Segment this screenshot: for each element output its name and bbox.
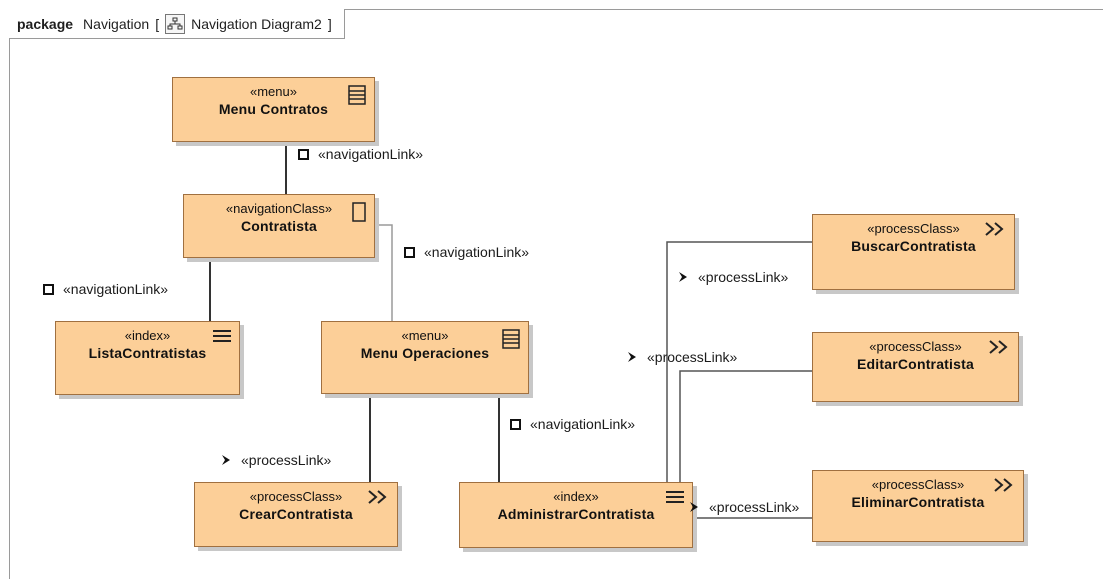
process-chevron-icon: [994, 478, 1013, 492]
label-nav-menu-op-admin: «navigationLink»: [510, 416, 635, 432]
node-name: AdministrarContratista: [497, 506, 655, 522]
process-chevron-icon: [985, 222, 1004, 236]
stereotype-process-class: «processClass»: [867, 221, 960, 236]
label-proc-menu-op-crear: «processLink»: [221, 452, 331, 468]
node-crear-contratista[interactable]: «processClass» CrearContratista: [194, 482, 398, 547]
label-nav-menu-contratista: «navigationLink»: [298, 146, 423, 162]
link-label: «processLink»: [709, 499, 800, 515]
stereotype-process-class: «processClass»: [869, 339, 962, 354]
link-label: «navigationLink»: [318, 146, 424, 162]
navigation-link-icon: [43, 283, 54, 295]
stereotype-index: «index»: [553, 489, 599, 504]
node-buscar-contratista[interactable]: «processClass» BuscarContratista: [812, 214, 1015, 290]
node-name: EditarContratista: [857, 356, 974, 372]
stereotype-navigation-class: «navigationClass»: [225, 201, 333, 216]
node-editar-contratista[interactable]: «processClass» EditarContratista: [812, 332, 1019, 402]
label-proc-admin-eliminar: «processLink»: [689, 499, 799, 515]
link-label: «navigationLink»: [424, 244, 530, 260]
stereotype-index: «index»: [124, 328, 171, 343]
package-frame: [9, 9, 1103, 579]
stereotype-process-class: «processClass»: [249, 489, 343, 504]
link-label: «navigationLink»: [63, 281, 169, 297]
node-menu-operaciones[interactable]: «menu» Menu Operaciones: [321, 321, 529, 394]
node-name: ListaContratistas: [88, 345, 207, 361]
navigation-link-icon: [510, 418, 521, 430]
link-admin-buscar: [666, 241, 812, 482]
node-name: Menu Operaciones: [360, 345, 490, 361]
navigation-class-icon: [352, 202, 366, 222]
node-menu-contratos[interactable]: «menu» Menu Contratos: [172, 77, 375, 142]
node-name: EliminarContratista: [851, 494, 985, 510]
stereotype-menu: «menu»: [250, 84, 297, 99]
process-chevron-icon: [989, 340, 1008, 354]
navigation-link-icon: [404, 246, 415, 258]
label-proc-admin-buscar: «processLink»: [678, 269, 788, 285]
process-link-icon: [679, 272, 687, 282]
node-lista-contratistas[interactable]: «index» ListaContratistas: [55, 321, 240, 395]
link-label: «processLink»: [241, 452, 332, 468]
stereotype-process-class: «processClass»: [871, 477, 965, 492]
diagram-icon: [165, 13, 186, 34]
frame-keyword: package: [17, 15, 74, 32]
label-proc-admin-editar: «processLink»: [627, 349, 737, 365]
link-label: «processLink»: [698, 269, 789, 285]
link-contratista-menu-op: [375, 224, 393, 321]
link-label: «navigationLink»: [530, 416, 636, 432]
node-name: BuscarContratista: [851, 238, 976, 254]
process-link-icon: [690, 502, 698, 512]
navigation-link-icon: [298, 148, 309, 160]
process-chevron-icon: [368, 490, 387, 504]
node-contratista[interactable]: «navigationClass» Contratista: [183, 194, 375, 258]
node-eliminar-contratista[interactable]: «processClass» EliminarContratista: [812, 470, 1024, 542]
bracket-open: [: [155, 15, 160, 32]
menu-list-icon: [348, 85, 366, 105]
node-name: Contratista: [240, 218, 318, 234]
frame-header: package Navigation [ Navigation Diagram2…: [9, 9, 345, 39]
bracket-close: ]: [327, 15, 332, 32]
process-link-icon: [222, 455, 230, 465]
label-nav-contratista-menu-op: «navigationLink»: [404, 244, 529, 260]
label-nav-contratista-lista: «navigationLink»: [43, 281, 168, 297]
node-name: Menu Contratos: [218, 101, 329, 117]
package-name: Navigation: [83, 15, 150, 32]
stereotype-menu: «menu»: [401, 328, 449, 343]
process-link-icon: [628, 352, 636, 362]
menu-list-icon: [502, 329, 520, 349]
index-lines-icon: [666, 491, 684, 503]
diagram-name: Navigation Diagram2: [191, 15, 322, 32]
node-administrar-contratista[interactable]: «index» AdministrarContratista: [459, 482, 693, 548]
link-label: «processLink»: [647, 349, 738, 365]
node-name: CrearContratista: [239, 506, 353, 522]
link-admin-editar: [679, 370, 812, 482]
index-lines-icon: [213, 330, 231, 342]
